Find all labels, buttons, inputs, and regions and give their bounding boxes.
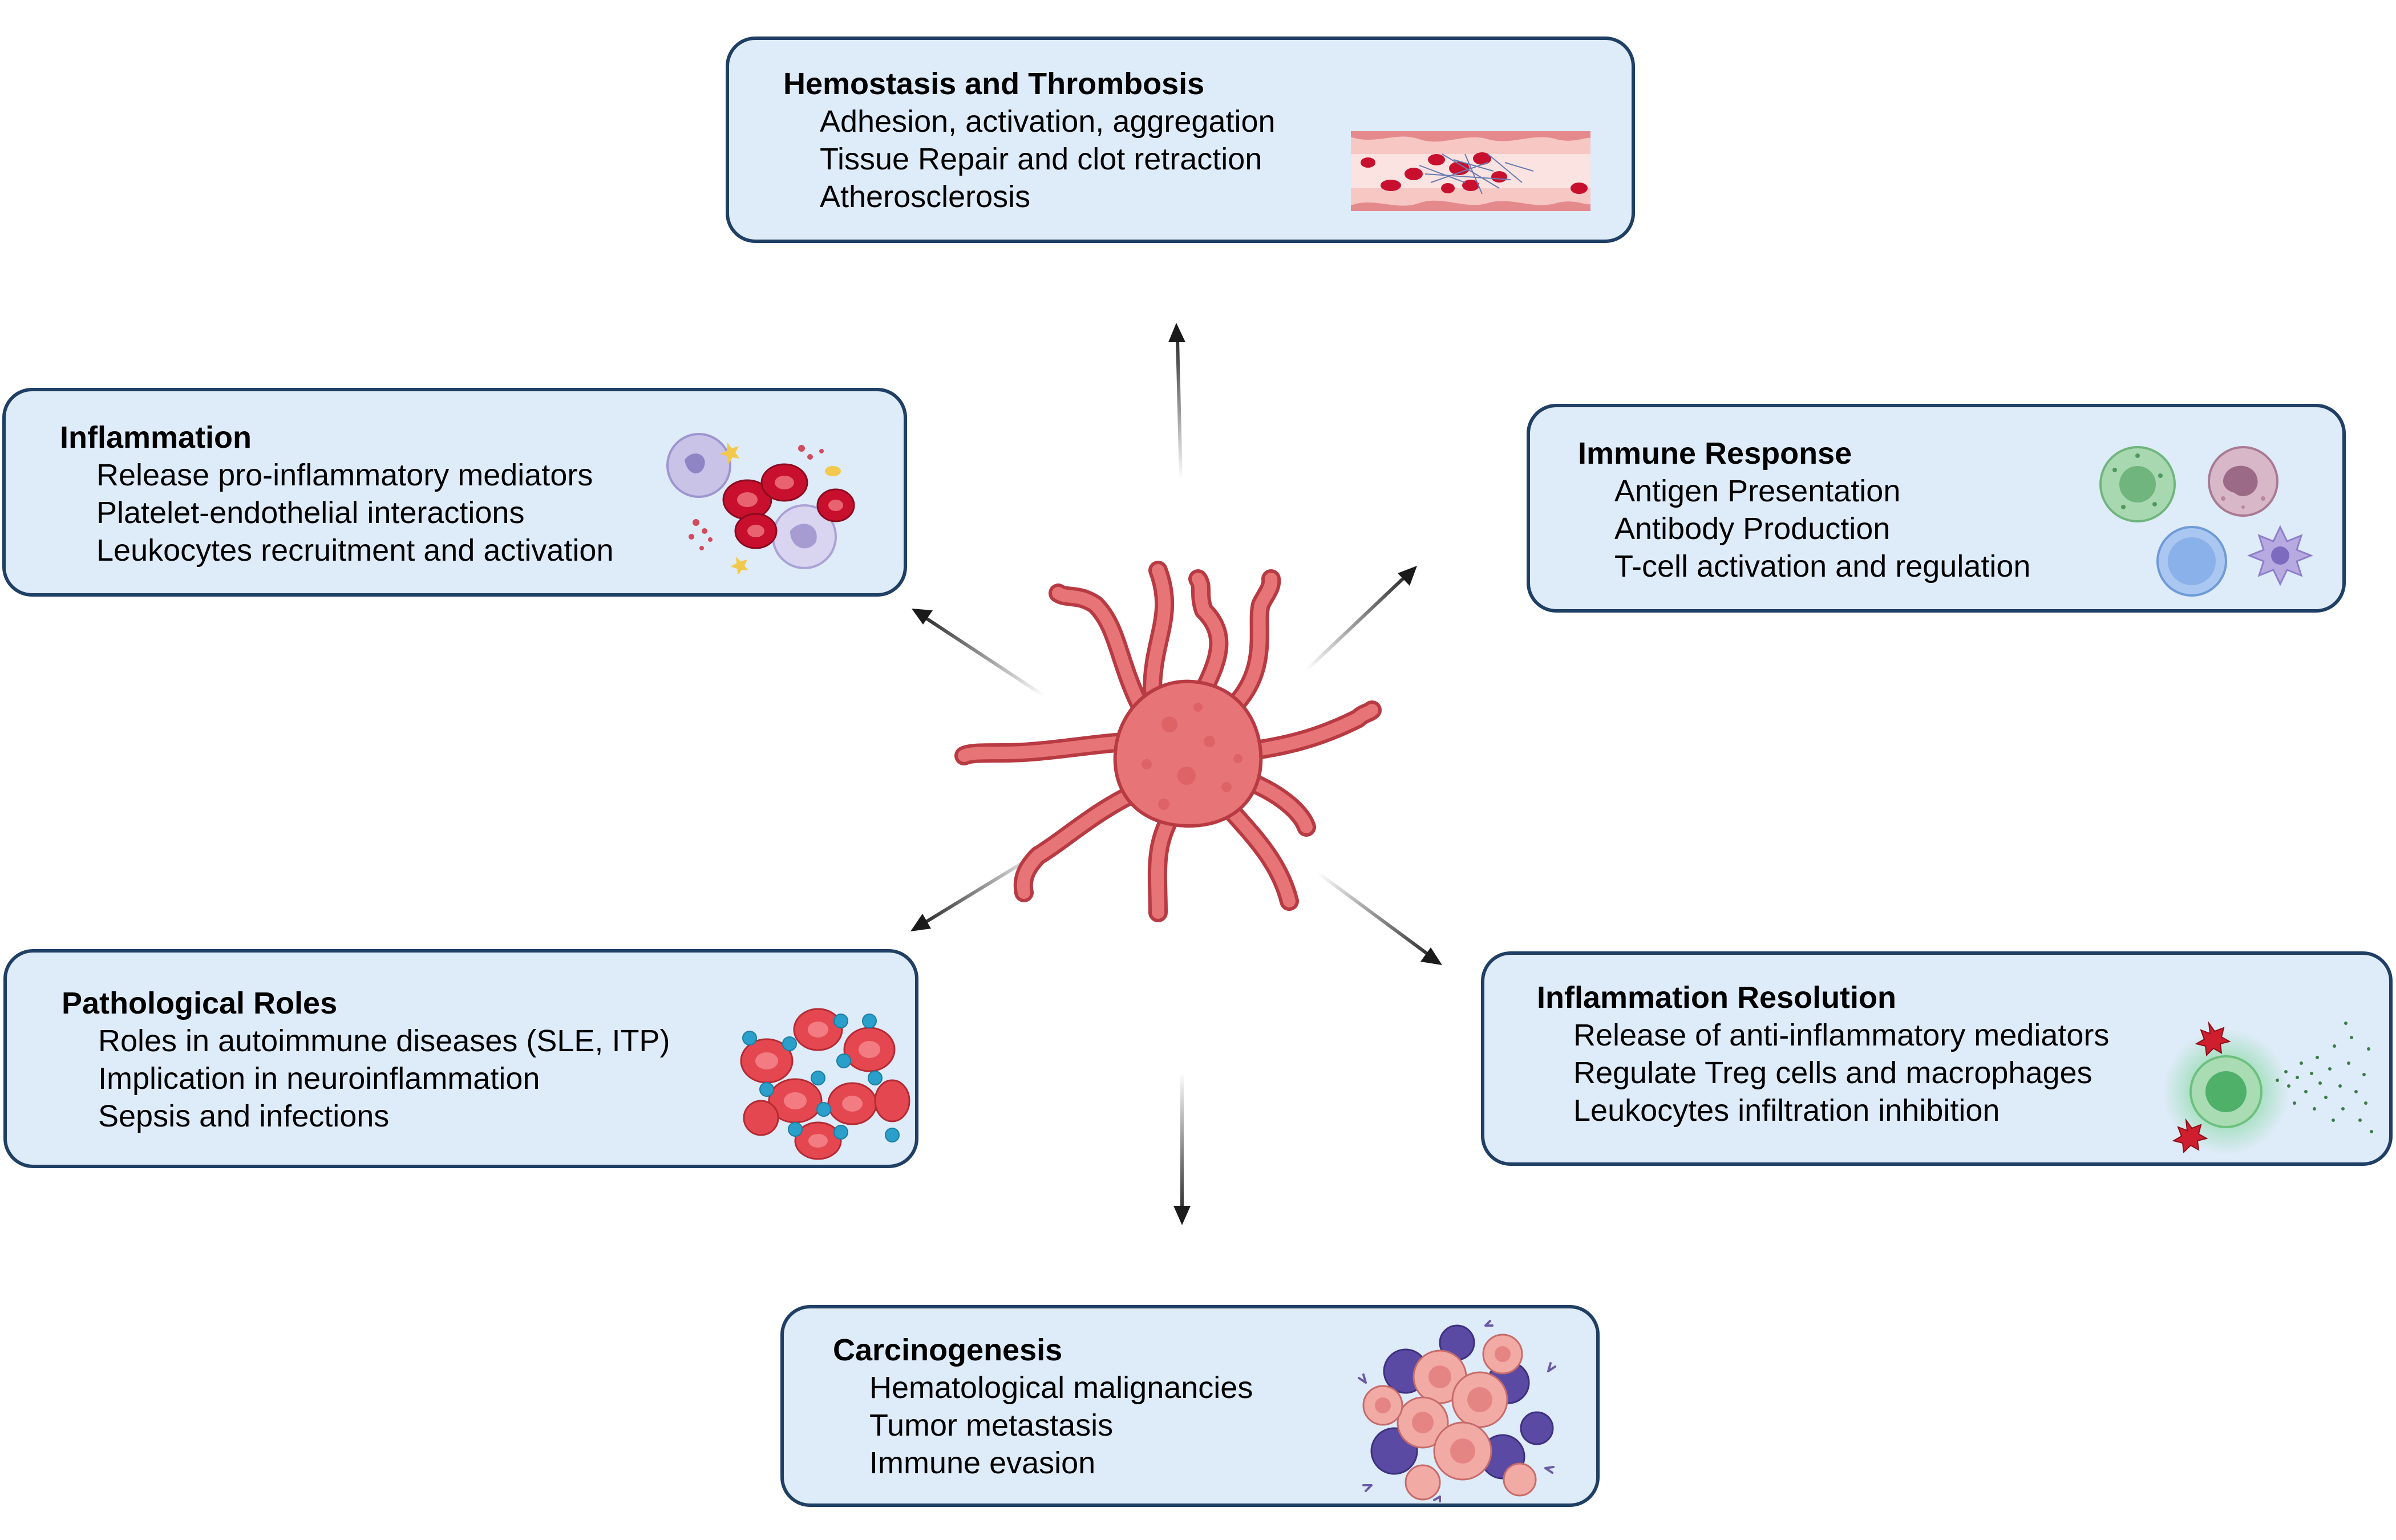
panel-carcinogenesis-title: Carcinogenesis xyxy=(833,1333,1063,1367)
panel-inflammation-resolution-text: Inflammation Resolution Release of anti-… xyxy=(1537,979,2109,1129)
immune-cells-icon xyxy=(2099,446,2314,597)
panel-inflammation-item: Release pro-inflammatory mediators xyxy=(96,458,593,492)
panel-pathological-roles-title: Pathological Roles xyxy=(62,986,338,1020)
panel-immune-response-item: Antibody Production xyxy=(1614,512,1891,546)
tumor-cell-cluster-icon xyxy=(1358,1320,1556,1502)
panel-immune-response-title: Immune Response xyxy=(1578,436,1852,471)
panel-inflammation-item: Platelet-endothelial interactions xyxy=(96,496,525,530)
inflammatory-cells-icon xyxy=(666,433,855,574)
panel-inflammation-item: Leukocytes recruitment and activation xyxy=(96,533,614,568)
arrow-to-inflammation-resolution xyxy=(1317,871,1442,965)
activated-platelet-icon xyxy=(954,561,1382,922)
panel-immune-response: Immune Response Antigen Presentation Ant… xyxy=(1527,404,2346,613)
panel-inflammation-resolution-item: Release of anti-inflammatory mediators xyxy=(1573,1018,2110,1052)
panel-hemostasis-title: Hemostasis and Thrombosis xyxy=(783,67,1205,101)
panel-inflammation-resolution: Inflammation Resolution Release of anti-… xyxy=(1481,951,2393,1166)
panel-hemostasis-text: Hemostasis and Thrombosis Adhesion, acti… xyxy=(783,65,1276,216)
panel-immune-response-item: Antigen Presentation xyxy=(1614,474,1901,508)
panel-pathological-roles-item: Sepsis and infections xyxy=(98,1099,390,1133)
panel-pathological-roles-text: Pathological Roles Roles in autoimmune d… xyxy=(62,984,670,1135)
arrow-to-immune-response xyxy=(1305,566,1417,672)
panel-immune-response-item: T-cell activation and regulation xyxy=(1614,549,2031,583)
panel-pathological-roles: Pathological Roles Roles in autoimmune d… xyxy=(3,949,918,1168)
arrow-to-inflammation xyxy=(912,609,1045,698)
panel-inflammation-title: Inflammation xyxy=(60,420,252,455)
treg-platelet-mediators-icon xyxy=(2163,1021,2373,1154)
panel-carcinogenesis-item: Hematological malignancies xyxy=(869,1371,1253,1405)
panel-inflammation: Inflammation Release pro-inflammatory me… xyxy=(2,388,907,597)
arrow-to-hemostasis xyxy=(1168,323,1185,480)
arrow-to-carcinogenesis xyxy=(1173,1072,1191,1225)
panel-carcinogenesis: Carcinogenesis Hematological malignancie… xyxy=(780,1305,1600,1507)
panel-hemostasis-item: Tissue Repair and clot retraction xyxy=(820,142,1262,176)
panel-hemostasis-item: Atherosclerosis xyxy=(820,180,1031,214)
panel-inflammation-resolution-title: Inflammation Resolution xyxy=(1537,980,1897,1015)
panel-hemostasis: Hemostasis and Thrombosis Adhesion, acti… xyxy=(726,37,1635,243)
panel-carcinogenesis-item: Tumor metastasis xyxy=(869,1408,1114,1442)
panel-inflammation-resolution-item: Leukocytes infiltration inhibition xyxy=(1573,1093,2000,1128)
panel-immune-response-text: Immune Response Antigen Presentation Ant… xyxy=(1578,435,2030,585)
panel-inflammation-text: Inflammation Release pro-inflammatory me… xyxy=(60,419,613,569)
panel-hemostasis-item: Adhesion, activation, aggregation xyxy=(820,104,1276,139)
panel-inflammation-resolution-item: Regulate Treg cells and macrophages xyxy=(1573,1056,2093,1090)
virus-infected-cells-icon xyxy=(740,1008,910,1160)
blood-vessel-clot-icon xyxy=(1351,131,1590,211)
panel-carcinogenesis-item: Immune evasion xyxy=(869,1446,1096,1480)
panel-pathological-roles-item: Implication in neuroinflammation xyxy=(98,1061,540,1096)
panel-carcinogenesis-text: Carcinogenesis Hematological malignancie… xyxy=(833,1331,1253,1482)
panel-pathological-roles-item: Roles in autoimmune diseases (SLE, ITP) xyxy=(98,1024,670,1058)
